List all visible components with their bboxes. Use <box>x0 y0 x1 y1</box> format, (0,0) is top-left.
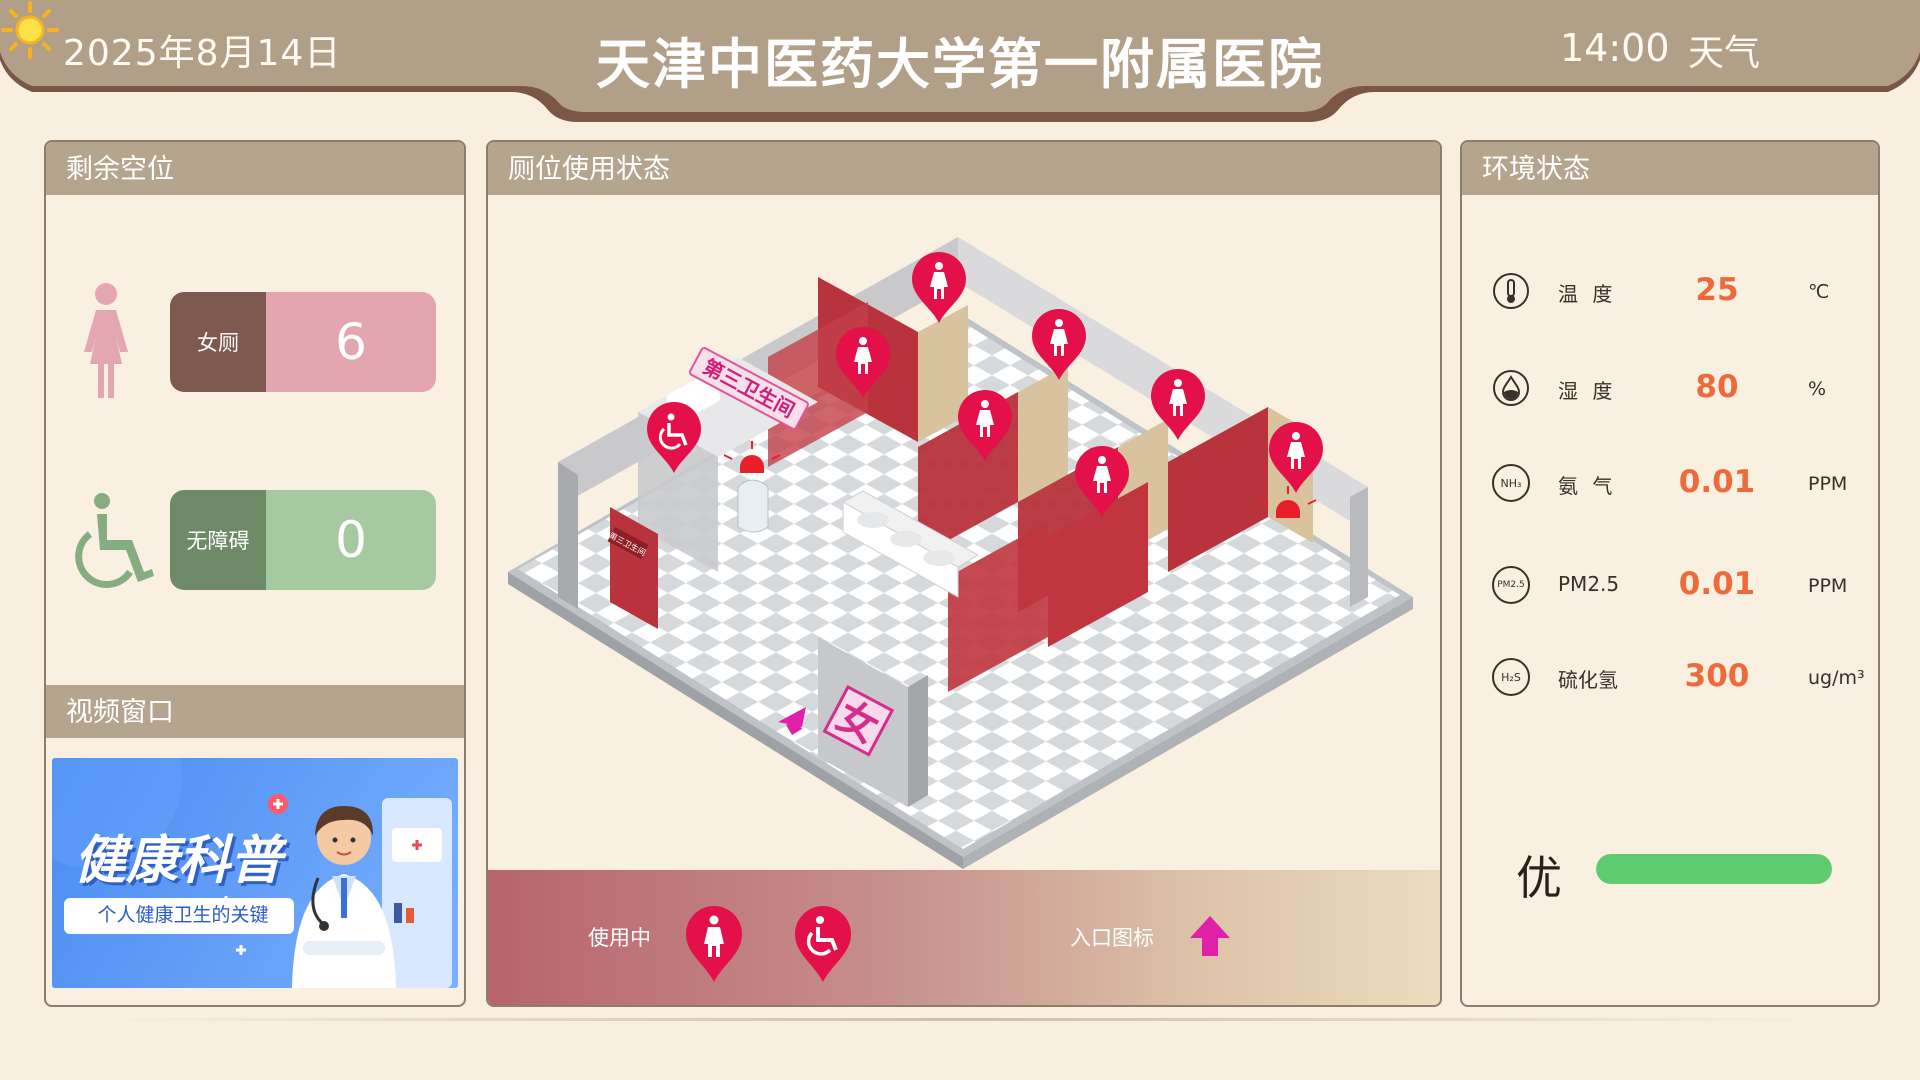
env-value: 0.01 <box>1678 566 1756 602</box>
banner-title: 健康科普 <box>74 831 283 891</box>
page-title: 天津中医药大学第一附属医院 <box>596 33 1324 96</box>
humidity-icon <box>1493 370 1529 406</box>
env-value: 300 <box>1684 658 1750 694</box>
legend-female-pin-icon <box>686 906 742 982</box>
legend-wheelchair-pin-icon <box>795 906 851 982</box>
env-row-temperature: 温 度 25 ℃ <box>1492 272 1862 322</box>
wheelchair-icon <box>75 493 154 588</box>
thermometer-icon <box>1493 273 1529 309</box>
accessible-vacancy-value: 0 <box>266 490 436 590</box>
env-name: PM2.5 <box>1558 572 1620 596</box>
env-unit: ug/m³ <box>1808 667 1865 689</box>
restroom-floorplan: 第三卫生间 第三卫生间 女 <box>508 237 1413 869</box>
air-quality-label: 优 <box>1516 851 1562 905</box>
female-icon <box>84 283 128 398</box>
nh3-icon: NH₃ <box>1492 464 1530 502</box>
header-bar: 2025年8月14日 天津中医药大学第一附属医院 14:00 天气 <box>0 0 1920 125</box>
env-row-pm25: PM2.5 PM2.5 0.01 PPM <box>1492 566 1862 616</box>
env-name: 硫化氢 <box>1558 668 1618 692</box>
pm25-icon: PM2.5 <box>1492 566 1530 604</box>
video-panel-title: 视频窗口 <box>46 685 464 738</box>
env-name: 氨 气 <box>1558 474 1617 498</box>
female-vacancy: 女厕 6 <box>170 292 436 392</box>
env-name: 湿 度 <box>1558 379 1617 403</box>
play-icon <box>236 945 246 955</box>
female-vacancy-label: 女厕 <box>170 292 266 392</box>
env-name: 温 度 <box>1558 282 1617 306</box>
env-row-ammonia: NH₃ 氨 气 0.01 PPM <box>1492 464 1862 514</box>
air-quality-bar-fill <box>1596 854 1832 884</box>
accessible-vacancy: 无障碍 0 <box>170 490 436 590</box>
legend-entrance-label: 入口图标 <box>1070 926 1154 950</box>
toilet-status-panel: 厕位使用状态 <box>486 140 1442 1007</box>
env-unit: PPM <box>1808 473 1848 495</box>
female-vacancy-value: 6 <box>266 292 436 392</box>
header-time: 14:00 <box>1560 26 1670 70</box>
env-row-humidity: 湿 度 80 % <box>1492 369 1862 419</box>
legend-in-use-label: 使用中 <box>588 926 651 950</box>
vacancy-panel: 剩余空位 女厕 6 无障碍 0 视频窗口 <box>44 140 466 1007</box>
env-row-h2s: H₂S 硫化氢 300 ug/m³ <box>1492 658 1865 708</box>
accessible-vacancy-label: 无障碍 <box>170 490 266 590</box>
entrance-arrow-icon <box>1190 916 1230 956</box>
sun-icon <box>1 1 59 59</box>
air-quality-bar <box>1596 854 1832 884</box>
environment-panel: 环境状态 温 度 25 ℃ 湿 度 80 % NH₃ 氨 气 0.01 PPM … <box>1460 140 1880 1007</box>
env-value: 80 <box>1695 369 1739 405</box>
toilet-status-title: 厕位使用状态 <box>488 142 1440 195</box>
environment-panel-title: 环境状态 <box>1462 142 1878 195</box>
banner-subtitle: 个人健康卫生的关键 <box>97 904 269 926</box>
video-window[interactable]: 健康科普 个人健康卫生的关键 <box>52 758 458 988</box>
env-value: 0.01 <box>1678 464 1756 500</box>
header-background <box>0 0 1920 122</box>
vacancy-panel-title: 剩余空位 <box>46 142 464 195</box>
env-value: 25 <box>1695 272 1739 308</box>
video-illustration <box>52 758 452 988</box>
env-unit: PPM <box>1808 575 1848 597</box>
status-legend: 使用中 入口图标 <box>488 870 1440 1005</box>
h2s-icon: H₂S <box>1492 658 1530 696</box>
header-date: 2025年8月14日 <box>63 33 342 74</box>
footer-divider <box>100 1018 1820 1021</box>
env-unit: % <box>1808 378 1827 400</box>
env-unit: ℃ <box>1808 281 1830 303</box>
weather-label: 天气 <box>1688 33 1761 74</box>
